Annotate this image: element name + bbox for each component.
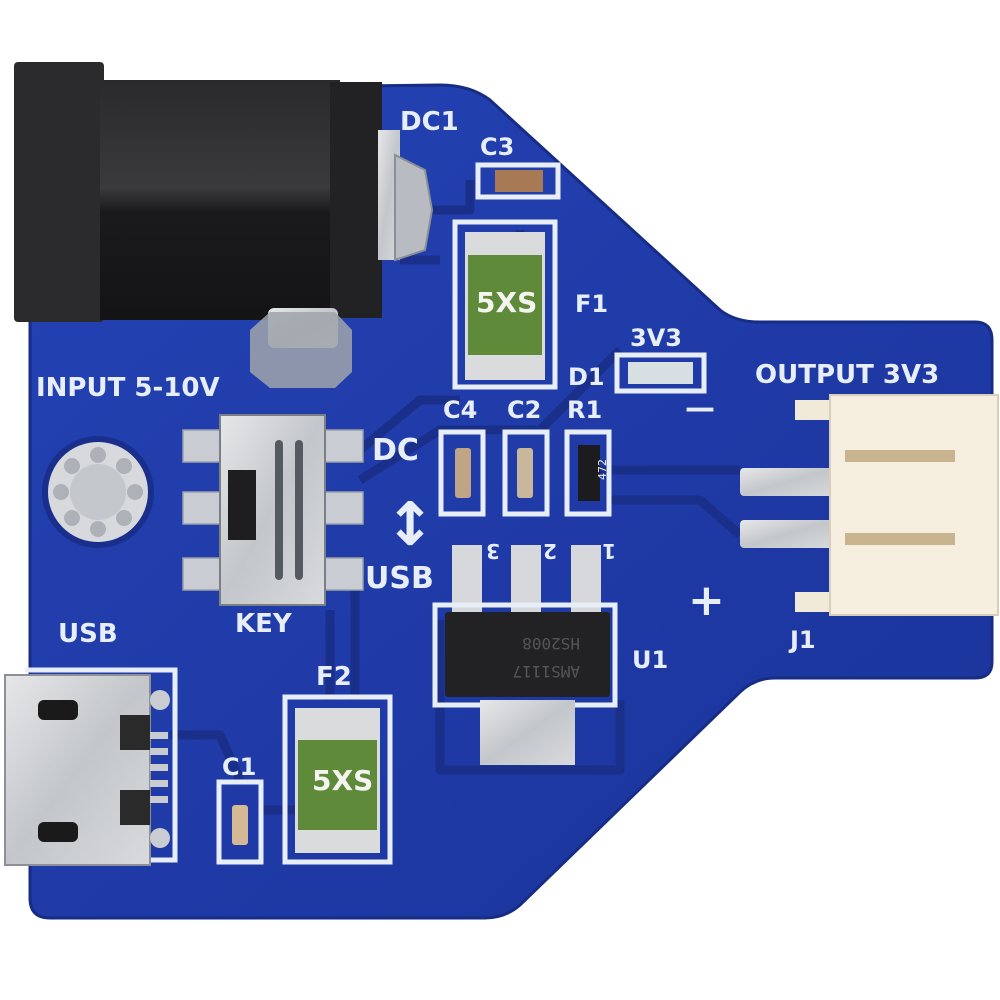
- capacitor-c4: [455, 448, 471, 498]
- label-3v3-led: 3V3: [630, 324, 682, 352]
- label-f1: F1: [575, 290, 608, 318]
- plus-sign: +: [688, 575, 725, 626]
- minus-sign: —: [685, 391, 715, 426]
- r1-outline: [564, 429, 612, 517]
- label-usb: USB: [58, 619, 118, 649]
- label-c2: C2: [507, 396, 541, 424]
- label-d1: D1: [568, 363, 605, 391]
- fuse-f1-marking: 5XS: [476, 286, 537, 319]
- f1-outline: [452, 219, 558, 390]
- label-switch-usb: USB: [365, 561, 434, 596]
- fuse-f2-marking: 5XS: [312, 764, 373, 797]
- capacitor-c2: [517, 448, 533, 498]
- micro-usb-connector: [4, 674, 170, 866]
- led-d1: [628, 362, 693, 384]
- voltage-regulator-u1: [432, 545, 618, 765]
- label-input-voltage: INPUT 5-10V: [36, 373, 220, 403]
- c2-outline: [502, 429, 550, 517]
- c3-outline: [475, 162, 561, 200]
- label-j1: J1: [788, 626, 816, 654]
- switch-arrow-icon: ↕: [385, 490, 435, 560]
- label-pin-2: 2: [543, 539, 557, 563]
- label-u1: U1: [632, 646, 668, 674]
- d1-outline: [614, 352, 707, 394]
- c1-outline: [216, 779, 264, 865]
- f2-outline: [282, 694, 393, 865]
- dc-barrel-jack: [14, 62, 434, 388]
- mounting-hole: [42, 436, 154, 548]
- label-key: KEY: [235, 609, 293, 639]
- label-pin-1: 1: [602, 539, 616, 563]
- slide-switch-key: [182, 414, 364, 606]
- regulator-marking-line1: HS2008: [522, 634, 580, 653]
- label-r1: R1: [567, 396, 602, 424]
- jst-output-connector: [740, 394, 999, 616]
- label-c3: C3: [480, 133, 514, 161]
- capacitor-c3: [495, 170, 543, 192]
- resistor-r1: [578, 445, 600, 501]
- label-c1: C1: [222, 753, 256, 781]
- capacitor-c1: [232, 805, 248, 845]
- label-f2: F2: [316, 662, 352, 692]
- resistor-r1-marking: 472: [596, 459, 609, 480]
- label-c4: C4: [443, 396, 477, 424]
- label-dc1: DC1: [400, 107, 459, 137]
- label-pin-3: 3: [486, 539, 500, 563]
- label-output-3v3: OUTPUT 3V3: [755, 360, 939, 390]
- label-switch-dc: DC: [372, 433, 419, 468]
- c4-outline: [438, 429, 486, 517]
- regulator-marking-line2: AMS1117: [513, 662, 580, 681]
